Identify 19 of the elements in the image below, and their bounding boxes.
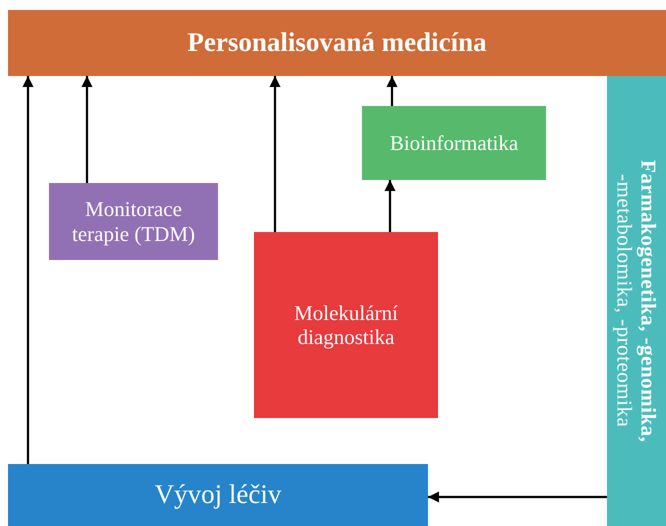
process-box xyxy=(8,464,428,526)
node-label: Monitorace terapie (TDM) xyxy=(70,197,196,246)
node-label: Farmakogenetika, -genomika, xyxy=(636,160,661,442)
node-label: Bioinformatika xyxy=(388,130,520,156)
arrow xyxy=(386,76,398,106)
node-label: -metabolomika, -proteomika xyxy=(612,174,636,428)
arrow xyxy=(22,76,34,464)
arrow xyxy=(428,492,607,502)
process-box xyxy=(49,183,218,260)
node-label: Molekulární diagnostika xyxy=(293,300,399,350)
node-label: Personalisovaná medicína xyxy=(186,27,488,59)
arrow xyxy=(270,76,280,232)
side-band xyxy=(607,76,666,526)
arrow xyxy=(384,180,396,232)
process-box xyxy=(362,106,546,180)
title-banner xyxy=(8,10,666,76)
arrow xyxy=(82,76,92,183)
node-label: Vývoj léčiv xyxy=(154,479,282,511)
process-box xyxy=(254,232,438,418)
